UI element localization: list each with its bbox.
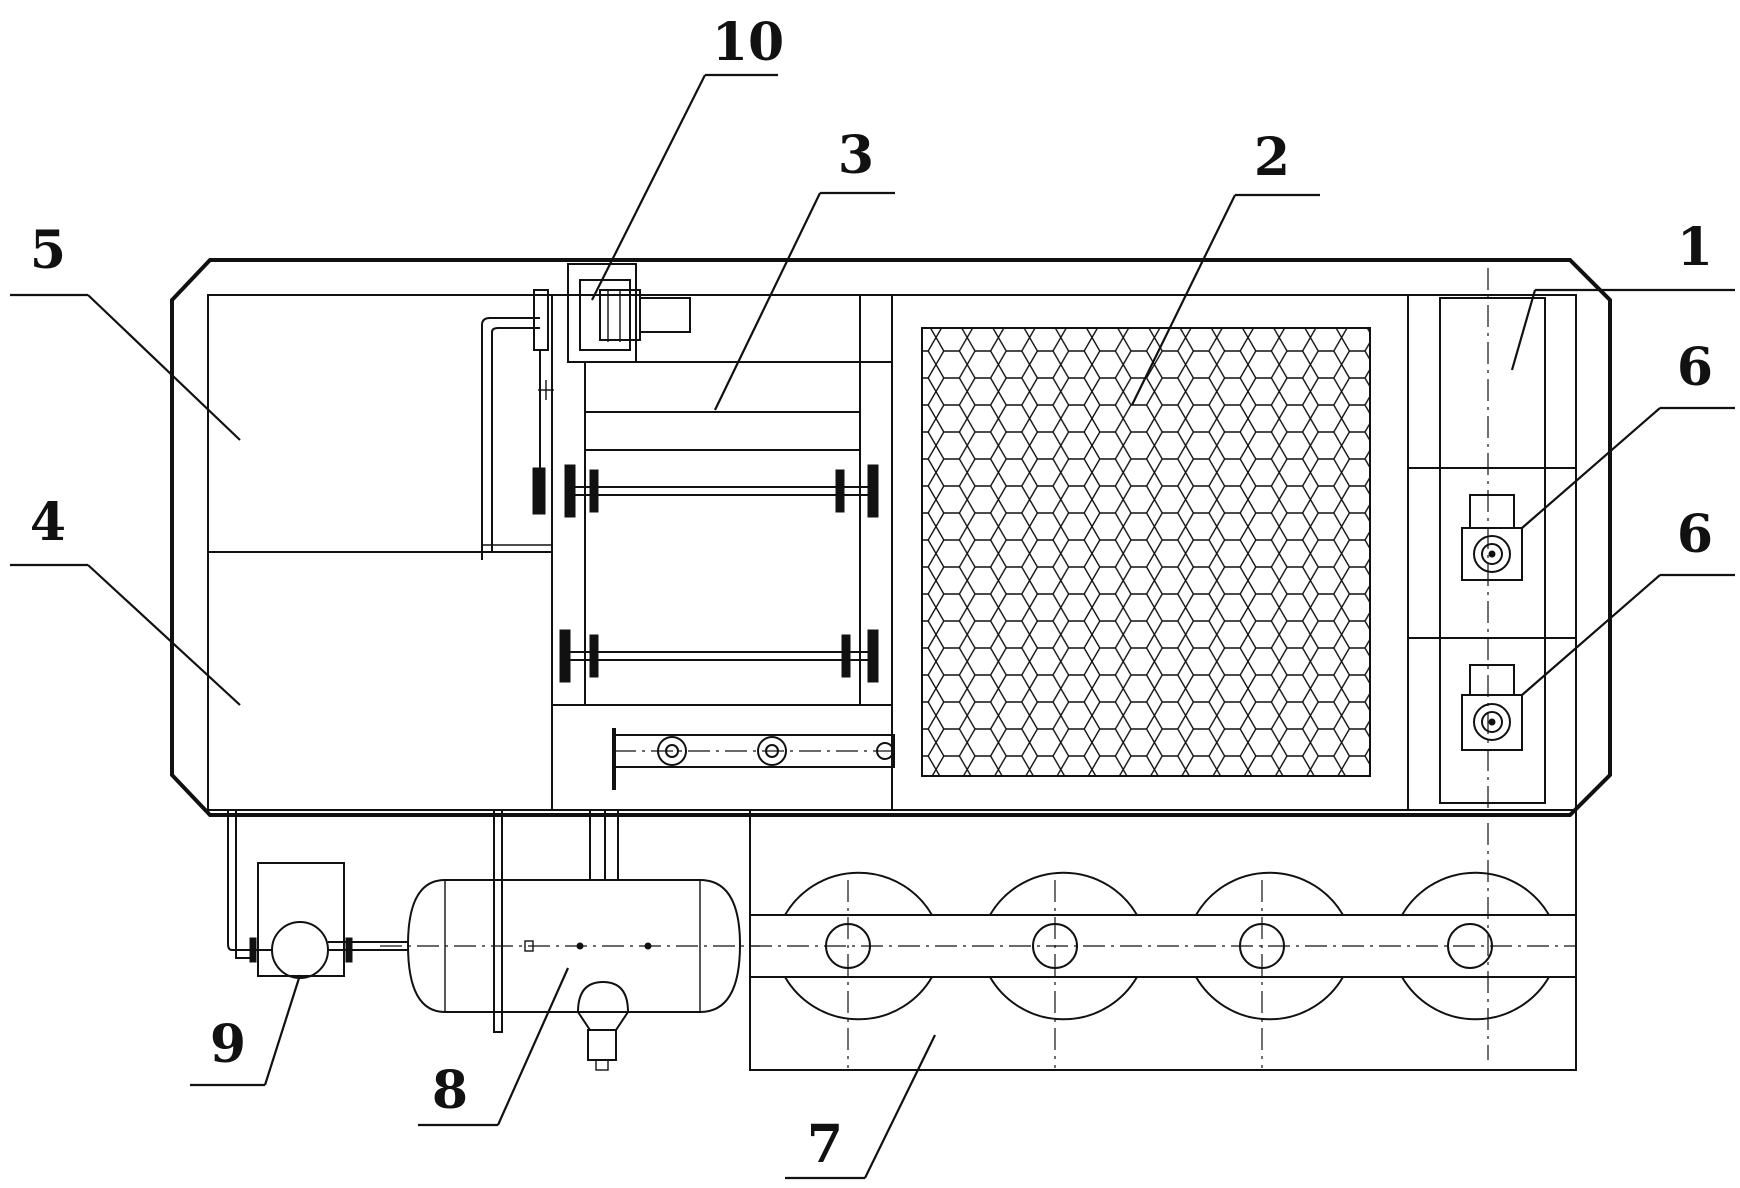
left-compartments [208,317,553,810]
label-3: 3 [838,125,874,186]
label-5: 5 [30,220,66,281]
label-2: 2 [1254,127,1290,188]
pump-9 [227,810,408,979]
track-unit-7 [749,809,1577,1071]
label-6-lower: 6 [1677,504,1713,565]
right-column-1 [1407,268,1576,1060]
motor-6-lower [1461,664,1523,751]
honeycomb-panel-2 [921,327,1371,777]
label-9: 9 [210,1014,246,1075]
roller-frame-3 [532,294,895,810]
label-7: 7 [807,1114,843,1175]
label-1: 1 [1677,217,1713,278]
leader-lines [10,73,1735,1180]
tank-8 [380,809,760,1071]
label-6-upper: 6 [1677,337,1713,398]
label-10: 10 [712,12,784,73]
label-8: 8 [432,1060,468,1121]
motor-6-upper [1461,494,1523,581]
label-4: 4 [30,492,66,553]
